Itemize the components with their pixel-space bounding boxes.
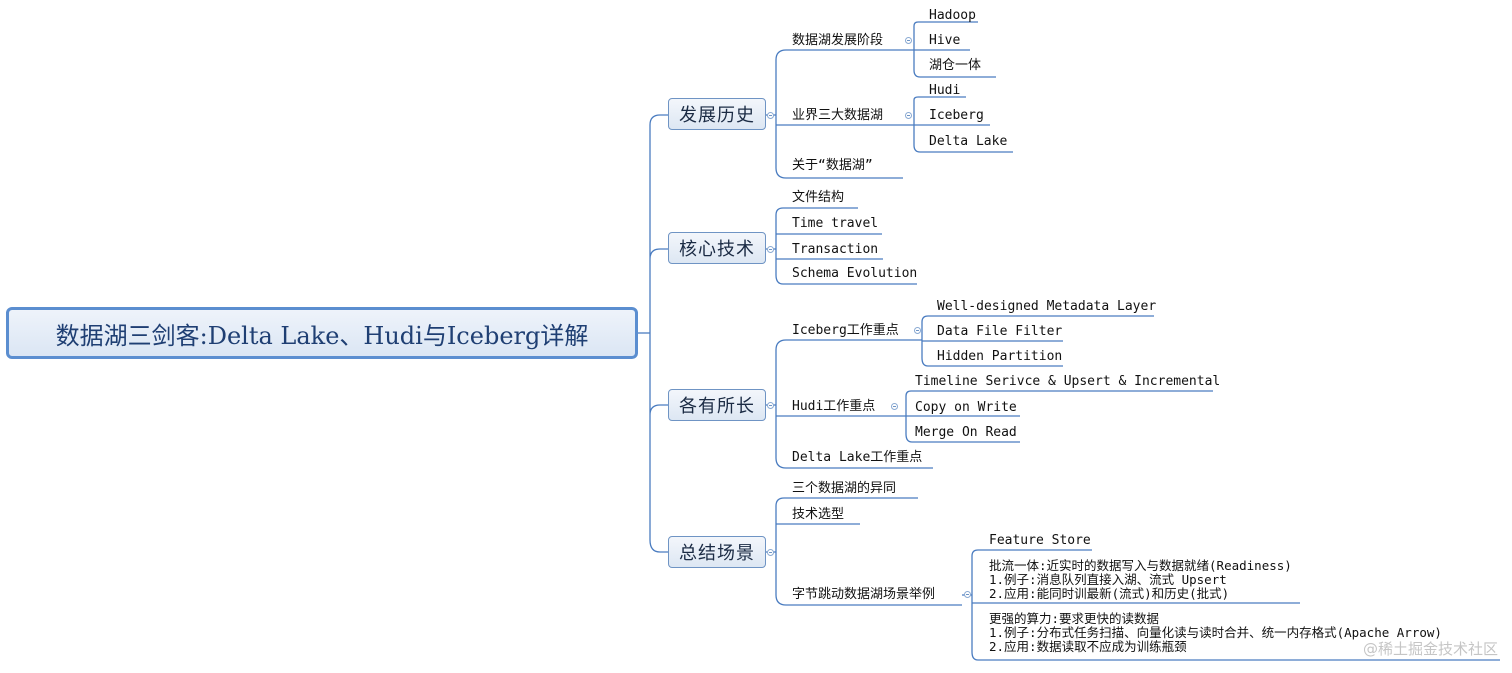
topic-time-travel[interactable]: Time travel	[792, 216, 879, 231]
collapse-toggle-history[interactable]	[767, 112, 774, 119]
topic-hudi[interactable]: Hudi	[929, 83, 961, 98]
topic-file-structure[interactable]: 文件结构	[792, 190, 845, 205]
topic-hidden-partition[interactable]: Hidden Partition	[937, 349, 1063, 364]
collapse-toggle-strengths[interactable]	[767, 402, 774, 409]
branch-strengths-label: 各有所长	[679, 396, 755, 417]
root-topic-label: 数据湖三剑客:Delta Lake、Hudi与Iceberg详解	[55, 321, 589, 350]
collapse-toggle-stages[interactable]	[905, 37, 912, 44]
topic-hudi-focus[interactable]: Hudi工作重点	[792, 399, 876, 414]
collapse-toggle-core[interactable]	[767, 246, 774, 253]
topic-metadata-layer[interactable]: Well-designed Metadata Layer	[937, 299, 1157, 314]
topic-hadoop[interactable]: Hadoop	[929, 8, 976, 23]
branch-summary[interactable]: 总结场景	[668, 536, 766, 568]
branch-history[interactable]: 发展历史	[668, 98, 766, 130]
topic-differences[interactable]: 三个数据湖的异同	[792, 481, 897, 496]
collapse-toggle-iceberg-focus[interactable]	[914, 327, 921, 334]
topic-lakehouse[interactable]: 湖仓一体	[929, 58, 982, 73]
topic-feature-store[interactable]: Feature Store	[989, 533, 1091, 548]
topic-about[interactable]: 关于“数据湖”	[792, 158, 873, 173]
note2-line2: 1.例子:分布式任务扫描、向量化读与读时合并、统一内存格式(Apache Arr…	[989, 625, 1442, 640]
topic-schema-evolution[interactable]: Schema Evolution	[792, 266, 918, 281]
branch-core-label: 核心技术	[679, 239, 755, 260]
topic-data-file-filter[interactable]: Data File Filter	[937, 324, 1063, 339]
collapse-toggle-big3[interactable]	[905, 112, 912, 119]
topic-note-stream-batch[interactable]: 批流一体:近实时的数据写入与数据就绪(Readiness) 1.例子:消息队列直…	[989, 559, 1292, 601]
topic-delta-lake[interactable]: Delta Lake	[929, 134, 1008, 149]
topic-hive[interactable]: Hive	[929, 33, 961, 48]
collapse-toggle-bytedance[interactable]	[964, 591, 971, 598]
note1-line3: 2.应用:能同时训最新(流式)和历史(批式)	[989, 586, 1230, 601]
topic-timeline-service[interactable]: Timeline Serivce & Upsert & Incremental	[915, 374, 1221, 389]
note1-line2: 1.例子:消息队列直接入湖、流式 Upsert	[989, 572, 1227, 587]
branch-history-label: 发展历史	[679, 105, 755, 126]
topic-bytedance[interactable]: 字节跳动数据湖场景举例	[792, 587, 936, 602]
topic-stages[interactable]: 数据湖发展阶段	[792, 33, 884, 48]
collapse-toggle-hudi-focus[interactable]	[891, 403, 898, 410]
topic-delta-focus[interactable]: Delta Lake工作重点	[792, 450, 923, 465]
note2-line3: 2.应用:数据读取不应成为训练瓶颈	[989, 639, 1187, 654]
collapse-toggle-summary[interactable]	[767, 549, 774, 556]
topic-big3[interactable]: 业界三大数据湖	[792, 108, 884, 123]
branch-core[interactable]: 核心技术	[668, 232, 766, 264]
topic-iceberg-focus[interactable]: Iceberg工作重点	[792, 323, 899, 338]
topic-transaction[interactable]: Transaction	[792, 242, 879, 257]
root-topic[interactable]: 数据湖三剑客:Delta Lake、Hudi与Iceberg详解	[6, 307, 638, 359]
topic-copy-on-write[interactable]: Copy on Write	[915, 400, 1017, 415]
note2-line1: 更强的算力:要求更快的读数据	[989, 611, 1160, 626]
branch-summary-label: 总结场景	[679, 543, 755, 564]
watermark: @稀土掘金技术社区	[1362, 640, 1498, 658]
note1-line1: 批流一体:近实时的数据写入与数据就绪(Readiness)	[989, 558, 1292, 573]
topic-tech-selection[interactable]: 技术选型	[792, 507, 845, 522]
topic-merge-on-read[interactable]: Merge On Read	[915, 425, 1017, 440]
branch-strengths[interactable]: 各有所长	[668, 389, 766, 421]
topic-note-compute[interactable]: 更强的算力:要求更快的读数据 1.例子:分布式任务扫描、向量化读与读时合并、统一…	[989, 612, 1442, 654]
topic-iceberg[interactable]: Iceberg	[929, 108, 984, 123]
